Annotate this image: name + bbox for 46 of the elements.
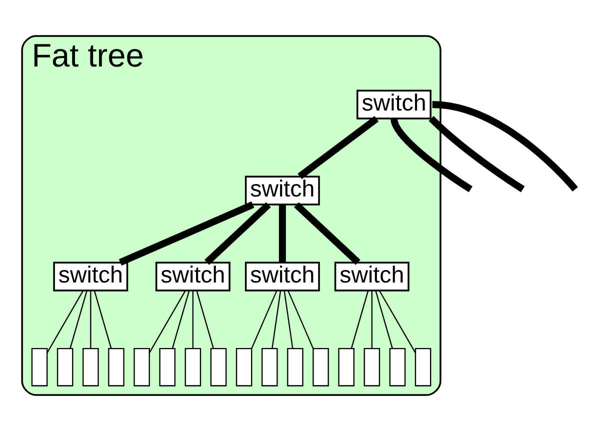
connector (298, 115, 379, 179)
connector (284, 290, 294, 348)
connector (251, 290, 278, 348)
node-box (134, 348, 150, 386)
node-box (82, 348, 99, 386)
connector (272, 290, 282, 348)
connector (94, 290, 112, 348)
connector (375, 290, 393, 348)
node-box (338, 348, 354, 386)
connector (118, 200, 254, 266)
connector (70, 290, 88, 348)
node-box (312, 348, 329, 386)
connector (294, 202, 360, 264)
connector (148, 290, 186, 353)
node-box (287, 348, 304, 386)
node-box (56, 348, 74, 386)
node-box (108, 348, 124, 386)
connector (371, 290, 372, 348)
node-box (262, 348, 278, 386)
node-box (210, 348, 227, 386)
connector (172, 290, 190, 348)
node-box: switch (53, 261, 128, 291)
node-box (184, 348, 202, 386)
node-box (364, 348, 380, 386)
connector (278, 204, 286, 262)
connector (192, 290, 194, 348)
node-box: switch (334, 261, 410, 291)
connector (196, 290, 214, 348)
connector (90, 290, 92, 348)
node-box: switch (244, 175, 320, 205)
node-box (236, 348, 252, 386)
connector (288, 290, 314, 348)
connector (428, 115, 525, 192)
node-box (389, 348, 406, 386)
node-box: switch (356, 89, 432, 119)
node-box: switch (244, 261, 320, 291)
connector (378, 290, 416, 353)
connector (390, 117, 472, 192)
node-box (159, 348, 176, 386)
node-box (31, 348, 48, 386)
node-box: switch (155, 261, 230, 291)
connector (432, 100, 578, 192)
connector (350, 290, 369, 348)
node-box (414, 348, 432, 386)
connector (46, 290, 84, 353)
connector (204, 202, 271, 264)
